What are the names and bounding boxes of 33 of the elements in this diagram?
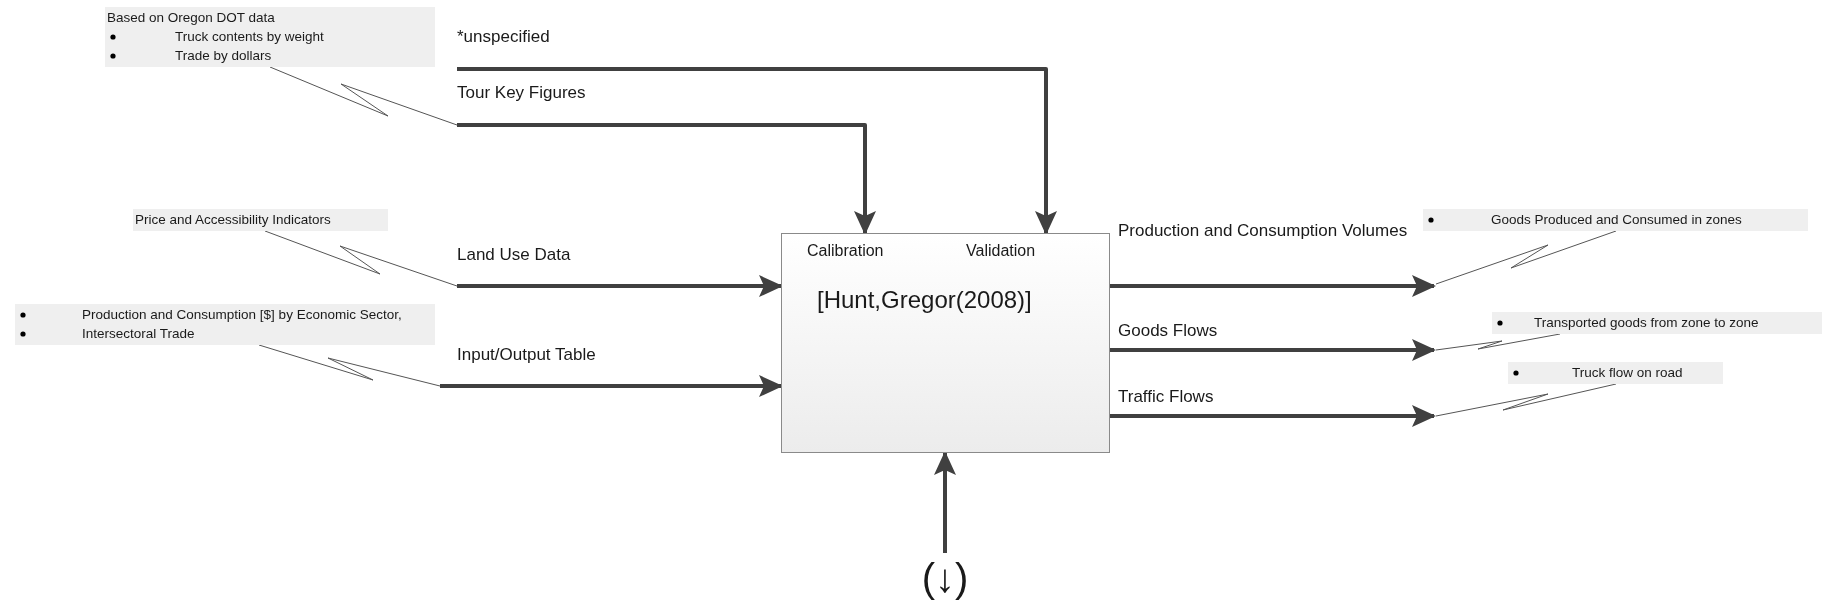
callout-box [1492,312,1822,334]
callout-box [105,7,435,67]
box-heading: Calibration [807,242,884,260]
leader-line [1435,383,1617,417]
leader-line [258,344,441,387]
arrow [934,451,956,553]
callout-box [133,209,388,231]
leader-line [1435,230,1617,285]
arrow [1110,405,1436,427]
bullet-item: Goods Produced and Consumed in zones [1491,212,1742,227]
arrow [440,375,783,397]
bullet-item: Production and Consumption [$] by Economic Sector, [82,307,402,322]
bullet-item: Trade by dollars [175,48,272,63]
leader-line [269,66,458,126]
callout-box [1508,362,1723,384]
box-heading: Validation [966,242,1036,260]
bullet-item: Truck flow on road [1572,365,1683,380]
mechanism-symbol: (↓) [915,553,975,605]
bullet-item: Intersectoral Trade [82,326,195,341]
citation-text: [Hunt,Gregor(2008)] [817,286,1032,314]
arrow [1110,339,1436,361]
callout-text: Price and Accessibility Indicators [135,212,331,227]
callout-text: Based on Oregon DOT data [107,10,275,25]
arrow [457,275,783,297]
leader-line [264,230,458,287]
process-box [781,233,1110,453]
callout-box [1423,209,1808,231]
arrow [457,67,1057,235]
bullet-item: Transported goods from zone to zone [1534,315,1759,330]
arrow [457,123,876,235]
callout-box [15,304,435,345]
arrow [1110,275,1436,297]
bullet-item: Truck contents by weight [175,29,324,44]
